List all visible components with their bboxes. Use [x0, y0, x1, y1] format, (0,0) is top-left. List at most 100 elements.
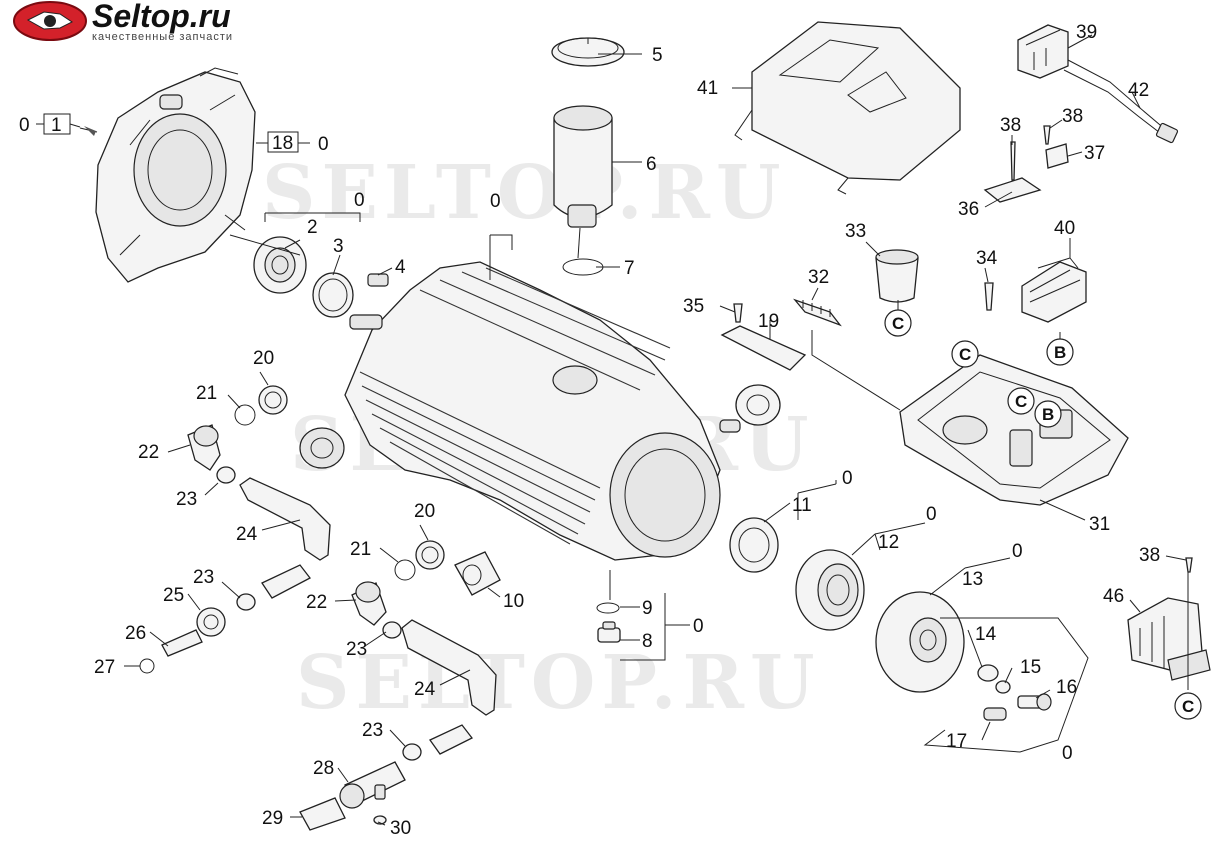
callout: 24 [414, 679, 436, 700]
callout: 23 [193, 567, 214, 588]
callout: 23 [176, 489, 197, 510]
callout: 20 [414, 501, 435, 522]
callout: 10 [503, 591, 524, 612]
capacitor-cup-part [875, 249, 919, 303]
callout: 38 [1062, 106, 1083, 127]
bushing-2-part [415, 540, 445, 570]
callout: 41 [697, 78, 718, 99]
callout: 20 [253, 348, 274, 369]
circle-letter: C [1182, 697, 1194, 716]
filter-part [196, 607, 226, 637]
callout: 15 [1020, 657, 1041, 678]
hose-segment-part [261, 564, 311, 599]
roller-bearing-part [795, 549, 865, 631]
seltop-logo: Seltop.ru качественные запчасти [13, 0, 233, 43]
key-part [367, 273, 389, 287]
callout: 32 [808, 267, 829, 288]
terminal-strip-part [793, 298, 842, 327]
screw-38b-part [1043, 125, 1051, 145]
callout: 0 [926, 504, 937, 525]
bearing-part [253, 236, 307, 294]
callout: 33 [845, 221, 866, 242]
drain-plug-part [597, 621, 621, 643]
callout: 30 [390, 818, 411, 839]
pulley-disc-part [875, 591, 965, 693]
seal-ring-part [596, 602, 620, 614]
switch-module-part [1127, 597, 1211, 681]
callout: 0 [693, 616, 704, 637]
callout: 21 [196, 383, 217, 404]
watermark-top: SELTOP.RU [262, 150, 787, 236]
callout: 38 [1139, 545, 1160, 566]
callout: 24 [236, 524, 258, 545]
circle-letter: C [959, 345, 971, 364]
o-ring-upper-part [234, 404, 256, 426]
callout: 0 [19, 115, 30, 136]
callout: 7 [624, 258, 635, 279]
hose-clamp-2-part [236, 593, 256, 611]
callout: 3 [333, 236, 344, 257]
hose-lower-part [401, 619, 497, 716]
callout: 38 [1000, 115, 1021, 136]
hose-clamp-3-part [382, 621, 402, 639]
reservoir-cap-part [551, 37, 625, 67]
callout: 29 [262, 808, 283, 829]
leader-lines [36, 34, 1189, 826]
callout: 11 [792, 495, 812, 516]
callout: 0 [354, 190, 365, 211]
circle-letter: B [1054, 343, 1066, 362]
callout: 19 [758, 311, 779, 332]
callout: 4 [395, 257, 406, 278]
hose-clamp-4-part [402, 743, 422, 761]
key-small-part [983, 707, 1007, 721]
callout: 25 [163, 585, 184, 606]
callout: 23 [346, 639, 367, 660]
callout: 6 [646, 154, 657, 175]
callout: 9 [642, 598, 653, 619]
cover-part [734, 21, 961, 195]
callout: 26 [125, 623, 146, 644]
small-screw-part [373, 815, 387, 825]
clamp-plate-part [983, 177, 1042, 203]
callout: 0 [842, 468, 853, 489]
hose-clamp-part [216, 466, 236, 484]
electrical-box-part [899, 354, 1129, 506]
callout: 16 [1056, 677, 1077, 698]
callout: 23 [362, 720, 383, 741]
screw-filter-part [299, 797, 346, 831]
valve-body-part [454, 551, 501, 596]
logo-tagline: качественные запчасти [92, 31, 233, 43]
callout: 27 [94, 657, 115, 678]
bearing-small-part [735, 384, 781, 426]
hose-segment-2-part [429, 724, 473, 755]
callout: 22 [306, 592, 327, 613]
callout: 12 [878, 532, 899, 553]
terminal-block-part [1021, 261, 1087, 323]
circle-letter: C [892, 314, 904, 333]
callout: 22 [138, 442, 159, 463]
cable-holder-part [720, 325, 807, 371]
hose-upper-part [239, 477, 331, 561]
callout: 46 [1103, 586, 1124, 607]
cable-part [1067, 59, 1167, 131]
o-ring-lower-part [394, 559, 416, 581]
callout: 8 [642, 631, 653, 652]
washer-part [977, 664, 999, 682]
watermark-bottom: SELTOP.RU [296, 640, 821, 726]
switch-relay-part [1017, 24, 1069, 79]
reservoir-part [553, 105, 613, 228]
callout: 37 [1084, 143, 1105, 164]
callout: 31 [1089, 514, 1110, 535]
callout: 14 [975, 624, 997, 645]
screw-38a-part [1010, 141, 1016, 181]
callout: 0 [1012, 541, 1023, 562]
bushing-part [258, 385, 288, 415]
connector-part [161, 629, 203, 657]
callout: 35 [683, 296, 704, 317]
crankcase-housing-part [299, 261, 741, 561]
circle-letter: B [1042, 405, 1054, 424]
callout: 40 [1054, 218, 1075, 239]
retaining-ring-part [312, 272, 354, 318]
callout: 36 [958, 199, 979, 220]
